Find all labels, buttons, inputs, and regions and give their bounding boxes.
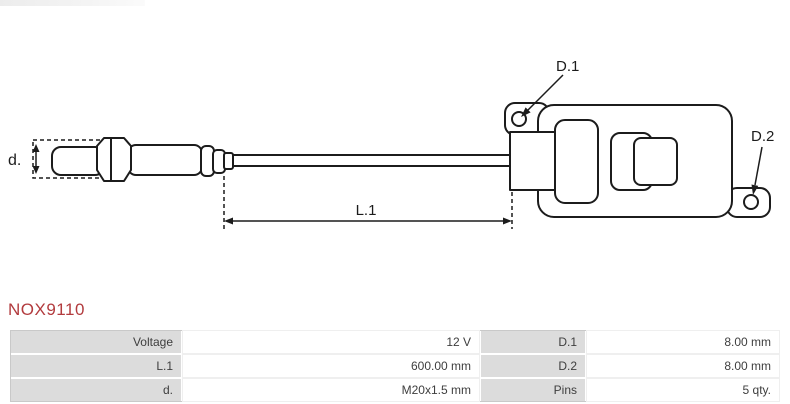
label-d2: D.2 (751, 128, 774, 145)
dimension-arrow-right-icon (503, 217, 512, 225)
part-number: NOX9110 (8, 300, 85, 319)
label-l1: L.1 (356, 202, 377, 219)
d2-leader-line (754, 146, 763, 186)
spec-label: D.1 (481, 331, 585, 353)
spec-value: M20x1.5 mm (183, 379, 479, 401)
watermark-artifact (0, 0, 145, 6)
dimension-arrow-up-icon (32, 144, 40, 152)
sensor-body-cylinder (127, 144, 203, 176)
spec-table: Voltage 12 V D.1 8.00 mm L.1 600.00 mm D… (10, 330, 780, 402)
spec-label: D.2 (481, 355, 585, 377)
spec-label: d. (11, 379, 181, 401)
hex-nut (96, 137, 132, 182)
spec-value: 8.00 mm (587, 331, 779, 353)
sensor-technical-drawing: d. L.1 D.1 D.2 (8, 58, 774, 229)
mounting-hole-d2 (743, 194, 759, 210)
d1-leader-line (527, 74, 564, 111)
spec-label: Pins (481, 379, 585, 401)
spec-label: L.1 (11, 355, 181, 377)
spec-value: 5 qty. (587, 379, 779, 401)
probe-diameter-dashed-box (32, 139, 104, 179)
spec-label: Voltage (11, 331, 181, 353)
dimension-arrow-left-icon (224, 217, 233, 225)
connector-latch (633, 137, 678, 186)
spec-value: 600.00 mm (183, 355, 479, 377)
spec-value: 12 V (183, 331, 479, 353)
dimension-arrow-down-icon (32, 166, 40, 174)
connector-boot (554, 119, 599, 204)
label-d1: D.1 (556, 58, 579, 75)
label-d: d. (8, 152, 21, 169)
d2-leader-arrow-icon (751, 184, 759, 195)
cable-flange-ring-3 (223, 152, 234, 170)
d1-leader-arrow-icon (521, 107, 531, 117)
spec-value: 8.00 mm (587, 355, 779, 377)
cable-entry-box (509, 131, 558, 191)
